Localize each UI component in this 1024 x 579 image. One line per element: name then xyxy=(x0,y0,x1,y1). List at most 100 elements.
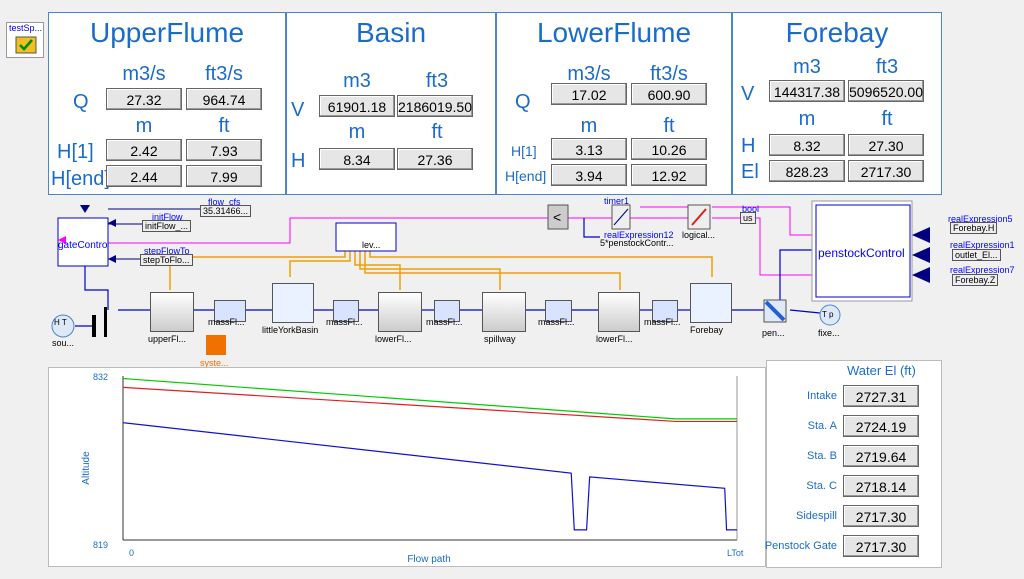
test-button[interactable]: testSp... xyxy=(6,22,44,58)
model-diagram: < xyxy=(51,200,930,355)
mass-flow-label-2: massFl... xyxy=(326,317,363,327)
gate-control-label[interactable]: gateContro xyxy=(58,240,108,251)
bool-value[interactable]: us xyxy=(740,212,756,224)
lower-flume-block-2[interactable] xyxy=(598,292,640,332)
real-expr1-value[interactable]: outlet_El... xyxy=(952,249,1001,261)
real-expr1-label: realExpression1 xyxy=(950,240,1015,250)
basin-v-m3: 61901.18 xyxy=(319,95,395,117)
init-flow-value[interactable]: initFlow_... xyxy=(142,220,192,232)
row-label: Q xyxy=(73,91,89,113)
mass-flow-sensor-4[interactable] xyxy=(545,300,572,322)
bool-label: bool xyxy=(742,204,760,214)
step-flow-value[interactable]: stepToFlo... xyxy=(140,254,193,266)
readout-value: 2724.19 xyxy=(843,415,919,437)
unit-label: m3 xyxy=(343,70,371,92)
basin-v-ft3: 2186019.50 xyxy=(397,95,473,117)
init-flow-label: initFlow xyxy=(152,212,183,222)
altitude-chart-svg: 832 819 Altitude 0 LTot Flow path xyxy=(81,372,744,565)
upper-flume-title: UpperFlume xyxy=(89,17,245,48)
readout-value: 2717.30 xyxy=(843,535,919,557)
checkmark-icon xyxy=(15,36,37,54)
lower-flume-q-ft3s: 600.90 xyxy=(631,83,707,105)
row-label: H xyxy=(291,150,306,172)
readout-value: 2727.31 xyxy=(843,385,919,407)
level-block-label[interactable]: lev... xyxy=(362,240,381,250)
readout-label: Sta. B xyxy=(807,450,837,462)
real-expr5-value[interactable]: Forebay.H xyxy=(950,222,998,234)
readout-label: Sta. A xyxy=(807,420,837,432)
readout-value: 2719.64 xyxy=(843,445,919,467)
readout-label: Sta. C xyxy=(806,480,837,492)
lower-flume-h1-m: 3.13 xyxy=(551,138,627,160)
row-label: V xyxy=(741,83,755,105)
spillway-label: spillway xyxy=(484,334,516,344)
mass-flow-label-3: massFl... xyxy=(426,317,463,327)
unit-label: ft xyxy=(881,108,893,130)
real-expr7-label: realExpression7 xyxy=(950,265,1015,275)
altitude-chart: 832 819 Altitude 0 LTot Flow path xyxy=(48,367,766,567)
readout-label: Penstock Gate xyxy=(764,540,837,552)
readout-label: Intake xyxy=(807,390,837,402)
forebay-label: Forebay xyxy=(690,325,724,335)
lower-flume-hend-m: 3.94 xyxy=(551,164,627,186)
source-label[interactable]: sou... xyxy=(52,338,75,348)
unit-label: ft xyxy=(431,121,443,143)
svg-text:<: < xyxy=(553,209,561,225)
fixed-label[interactable]: fixe... xyxy=(818,328,840,338)
series-line-blue xyxy=(122,422,737,531)
lower-flume-hend-ft: 12.92 xyxy=(631,164,707,186)
penstock-control-label[interactable]: penstockControl xyxy=(818,246,905,260)
mass-flow-sensor-1[interactable] xyxy=(214,300,246,322)
basin-h-ft: 27.36 xyxy=(397,148,473,170)
logical-label: logical... xyxy=(682,230,716,240)
unit-label: ft3/s xyxy=(650,63,688,85)
real-expr12-label: realExpression12 xyxy=(604,230,674,240)
y-tick-top: 832 xyxy=(93,372,108,382)
readout-label: Sidespill xyxy=(796,510,837,522)
row-label: Q xyxy=(515,91,531,113)
upper-flume-q-m3s: 27.32 xyxy=(106,88,182,110)
unit-label: m xyxy=(135,115,153,137)
mass-flow-label-4: massFl... xyxy=(538,317,575,327)
row-label: H[end] xyxy=(505,168,547,184)
real-expr5-label: realExpression5 xyxy=(948,214,1013,224)
x-tick-right: LTot xyxy=(727,548,744,558)
row-label: El xyxy=(741,161,759,183)
x-axis-label: Flow path xyxy=(407,554,450,565)
upper-flume-block[interactable] xyxy=(150,292,194,332)
lower-flume-title: LowerFlume xyxy=(536,17,692,48)
lower-flume-panel: LowerFlume m3/s ft3/s Q 17.02 600.90 m f… xyxy=(496,12,732,195)
forebay-panel: Forebay m3 ft3 V 144317.38 5096520.00 m … xyxy=(732,12,942,195)
lower-flume-label-2: lowerFl... xyxy=(596,334,633,344)
unit-label: ft3 xyxy=(425,70,449,92)
little-york-label: littleYorkBasin xyxy=(262,325,319,335)
flow-cfs-value[interactable]: 35.31466... xyxy=(200,205,252,217)
basin-panel: Basin m3 ft3 V 61901.18 2186019.50 m ft … xyxy=(286,12,496,195)
real-expr12-value[interactable]: 5*penstockContr... xyxy=(600,238,674,248)
real-expr7-value[interactable]: Forebay.Z xyxy=(952,274,999,286)
forebay-h-ft: 27.30 xyxy=(848,134,924,156)
system-label[interactable]: syste... xyxy=(200,358,229,368)
upper-flume-label: upperFl... xyxy=(148,334,187,344)
mass-flow-sensor-3[interactable] xyxy=(434,300,460,322)
mass-flow-label-1: massFl... xyxy=(208,317,245,327)
readout-value: 2718.14 xyxy=(843,475,919,497)
unit-label: ft3 xyxy=(875,56,899,78)
source-icon-label: H T xyxy=(54,318,67,327)
lower-flume-block-1[interactable] xyxy=(378,292,422,332)
series-line-green xyxy=(122,377,737,420)
mass-flow-sensor-2[interactable] xyxy=(333,300,359,322)
forebay-block[interactable] xyxy=(690,283,732,323)
readout-title: Water El (ft) xyxy=(847,363,916,378)
series-line-red xyxy=(122,386,737,423)
mass-flow-sensor-5[interactable] xyxy=(652,300,678,322)
little-york-basin-block[interactable] xyxy=(272,283,314,323)
upper-flume-h1-ft: 7.93 xyxy=(186,139,262,161)
row-label: H[end] xyxy=(51,168,110,190)
lower-flume-q-m3s: 17.02 xyxy=(551,83,627,105)
unit-label: ft3/s xyxy=(205,63,243,85)
x-tick-left: 0 xyxy=(129,548,134,558)
spillway-block[interactable] xyxy=(482,292,526,332)
row-label: V xyxy=(291,99,305,121)
y-axis-label: Altitude xyxy=(81,451,92,485)
